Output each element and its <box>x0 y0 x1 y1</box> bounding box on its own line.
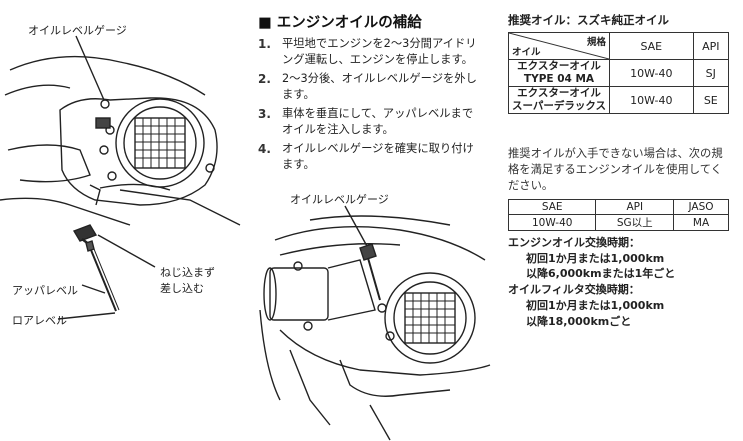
step-item: 1.平坦地でエンジンを2～3分間アイドリング運転し、エンジンを停止します。 <box>258 37 477 67</box>
engine-illustration-left <box>0 35 241 226</box>
spec-value-api: SG以上 <box>595 214 675 231</box>
section-title: ■ エンジンオイルの補給 <box>258 15 422 31</box>
step-item: 4.オイルレベルゲージを確実に取り付けます。 <box>258 141 474 171</box>
spec-header-api: API <box>595 199 675 215</box>
engine-illustration-middle <box>259 205 491 441</box>
engine-oil-interval-title: エンジンオイル交換時期： <box>508 236 640 249</box>
oil-filter-interval-title: オイルフィルタ交換時期： <box>508 283 640 297</box>
sae-cell: 10W-40 <box>609 59 694 87</box>
spec-value-sae: 10W-40 <box>507 214 597 231</box>
api-cell: SE <box>692 86 730 114</box>
step-item: 2.2～3分後、オイルレベルゲージを外します。 <box>258 71 477 102</box>
step-item: 3.車体を垂直にして、アッパレベルまでオイルを注入します。 <box>258 106 474 137</box>
recommended-oil-title: 推奨オイル：スズキ純正オイル <box>508 13 669 27</box>
gauge-label-top: オイルレベルゲージ <box>28 24 127 37</box>
engine-oil-after: 以降6,000kmまたは1年ごと <box>526 267 676 281</box>
col-header-sae: SAE <box>609 32 694 60</box>
spec-value-jaso: MA <box>673 214 729 231</box>
table-row: エクスターオイルスーパーデラックス 10W-40 SE <box>508 86 730 114</box>
api-cell: SJ <box>692 59 730 87</box>
maintenance-schedule: エンジンオイル交換時期： 初回1か月または1,000km 以降6,000kmまた… <box>508 235 675 329</box>
spec-header-jaso: JASO <box>673 199 729 215</box>
gauge-label-middle: オイルレベルゲージ <box>290 193 389 206</box>
upper-level-label: アッパレベル <box>12 284 78 297</box>
instruction-steps: 1.平坦地でエンジンを2～3分間アイドリング運転し、エンジンを停止します。 2.… <box>258 36 478 176</box>
lower-level-label: ロアレベル <box>12 314 67 327</box>
screw-note-line1: ねじ込まず <box>160 266 215 279</box>
col-header-api: API <box>692 32 730 60</box>
sae-cell: 10W-40 <box>609 86 694 114</box>
oil-filter-after: 以降18,000kmごと <box>526 314 632 328</box>
screw-note-line2: 差し込む <box>160 282 204 295</box>
table-row: 10W-40 SG以上 MA <box>507 214 729 231</box>
spec-header-sae: SAE <box>507 199 597 215</box>
oil-spec-table: SAE API JASO 10W-40 SG以上 MA <box>507 199 729 231</box>
alternative-oil-note: 推奨オイルが入手できない場合は、次の規格を満足するエンジンオイルを使用してくださ… <box>508 147 723 192</box>
dipstick-diagram <box>57 224 156 320</box>
oil-name-cell: エクスターオイルスーパーデラックス <box>508 86 610 114</box>
oil-filter-first: 初回1か月または1,000km <box>526 298 665 312</box>
table-corner-cell: 規格 オイル <box>508 32 610 60</box>
engine-oil-first: 初回1か月または1,000km <box>526 251 665 265</box>
